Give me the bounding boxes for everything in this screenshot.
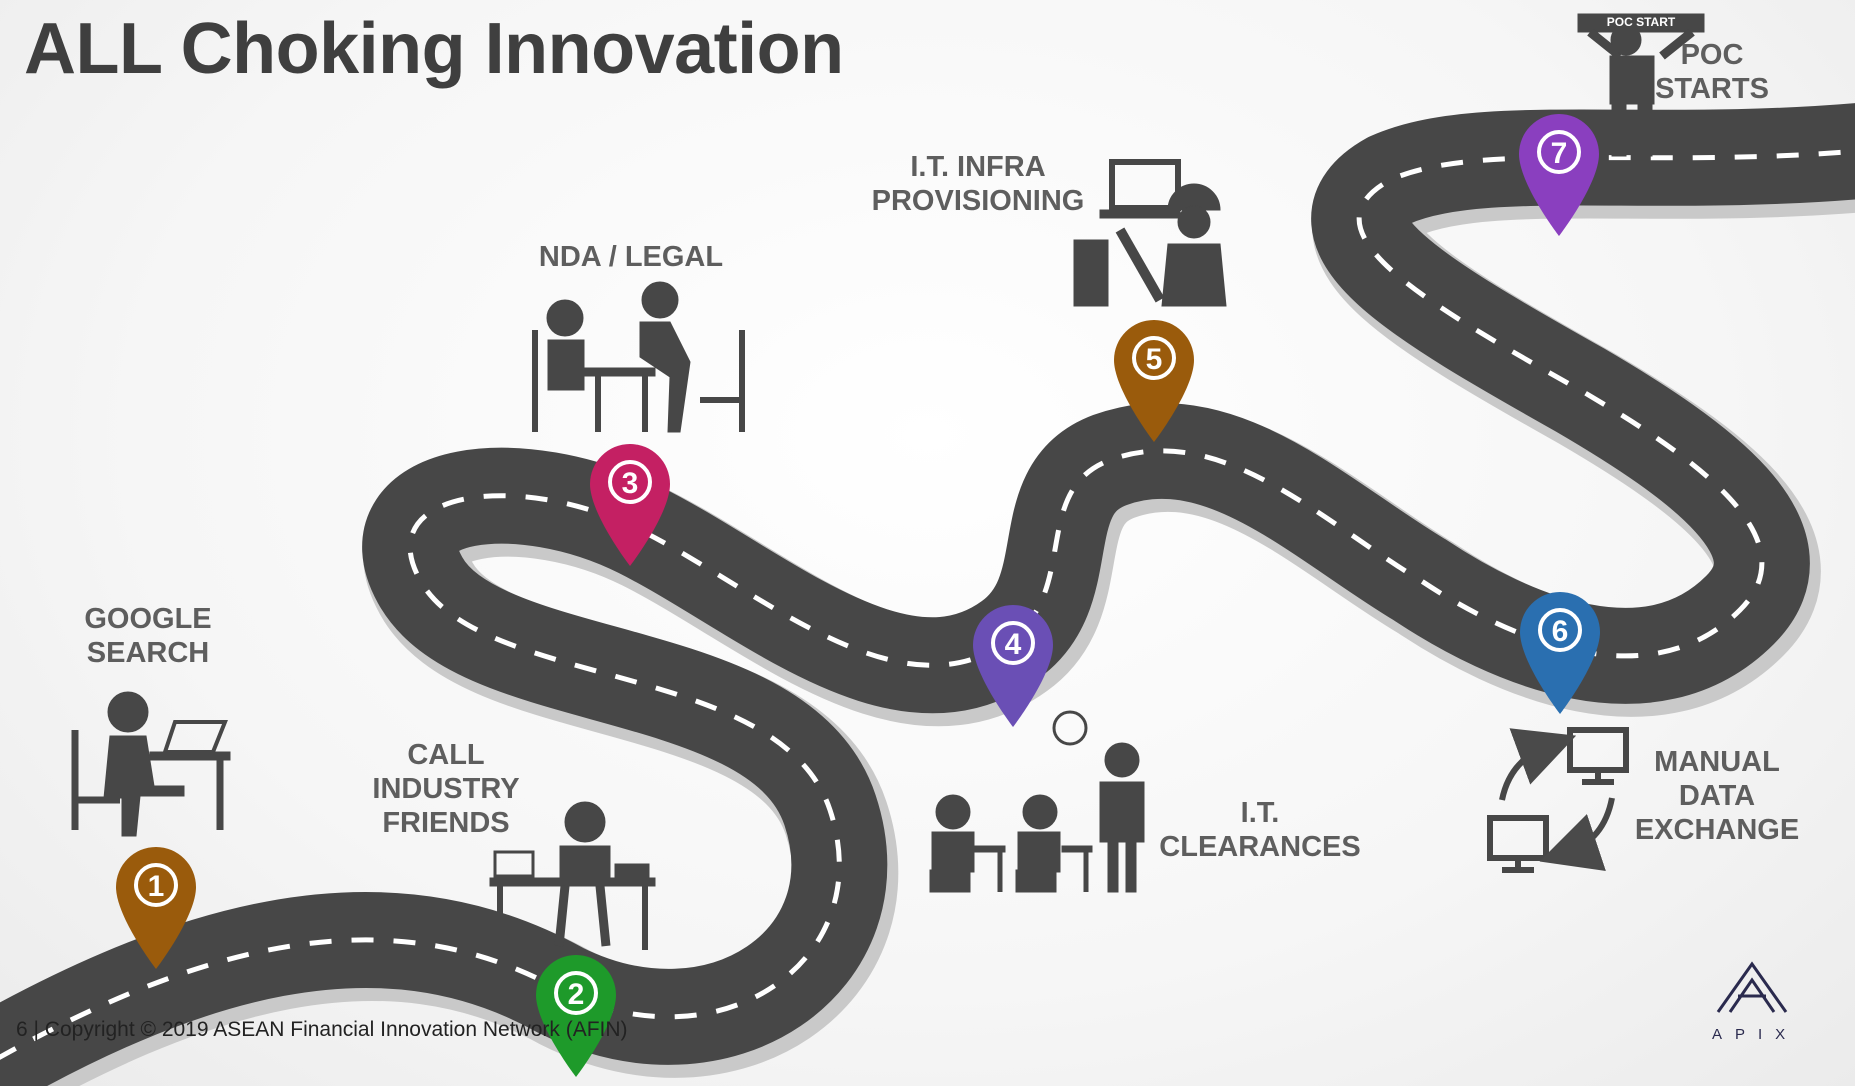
step-number: 3 (622, 467, 639, 500)
poc-sign-text: POC START (1606, 15, 1676, 29)
step-number: 7 (1551, 137, 1568, 170)
step-pin-6[interactable]: 6 (1518, 590, 1602, 718)
apix-logo-icon (1716, 961, 1788, 1013)
step-label-it-infra-provisioning: I.T. INFRA PROVISIONING (871, 151, 1085, 217)
it-engineer-icon (1073, 159, 1227, 307)
step-number: 5 (1146, 343, 1163, 376)
step-label-google-search: GOOGLE SEARCH (84, 603, 212, 669)
step-label-call-industry-friends: CALL INDUSTRY FRIENDS (372, 739, 520, 839)
step-label-poc-starts: POC STARTS (1655, 39, 1769, 105)
person-at-laptop-icon (71, 691, 231, 837)
computer-exchange-icon (1487, 727, 1629, 873)
step-pin-1[interactable]: 1 (114, 845, 198, 973)
person-on-phone-icon (489, 801, 656, 950)
step-number: 6 (1552, 615, 1569, 648)
step-label-manual-data-exchange: MANUAL DATA EXCHANGE (1634, 746, 1800, 846)
step-label-it-clearances: I.T. CLEARANCES (1159, 797, 1361, 863)
step-label-nda-legal: NDA / LEGAL (538, 241, 724, 273)
step-pin-7[interactable]: 7 (1517, 112, 1601, 240)
step-pin-3[interactable]: 3 (588, 442, 672, 570)
page-title: ALL Choking Innovation (24, 9, 844, 89)
apix-logo-text: APIX (1712, 1026, 1799, 1043)
step-pin-4[interactable]: 4 (971, 603, 1055, 731)
step-number: 2 (568, 978, 585, 1011)
step-number: 4 (1005, 628, 1022, 661)
office-workers-icon (929, 710, 1145, 893)
footer-copyright: 6 | Copyright © 2019 ASEAN Financial Inn… (16, 1018, 628, 1041)
step-pin-5[interactable]: 5 (1112, 318, 1196, 446)
step-number: 1 (148, 870, 165, 903)
person-holding-sign-icon (1577, 13, 1705, 157)
step-pin-2[interactable]: 2 (534, 953, 618, 1081)
meeting-icon (532, 281, 745, 433)
